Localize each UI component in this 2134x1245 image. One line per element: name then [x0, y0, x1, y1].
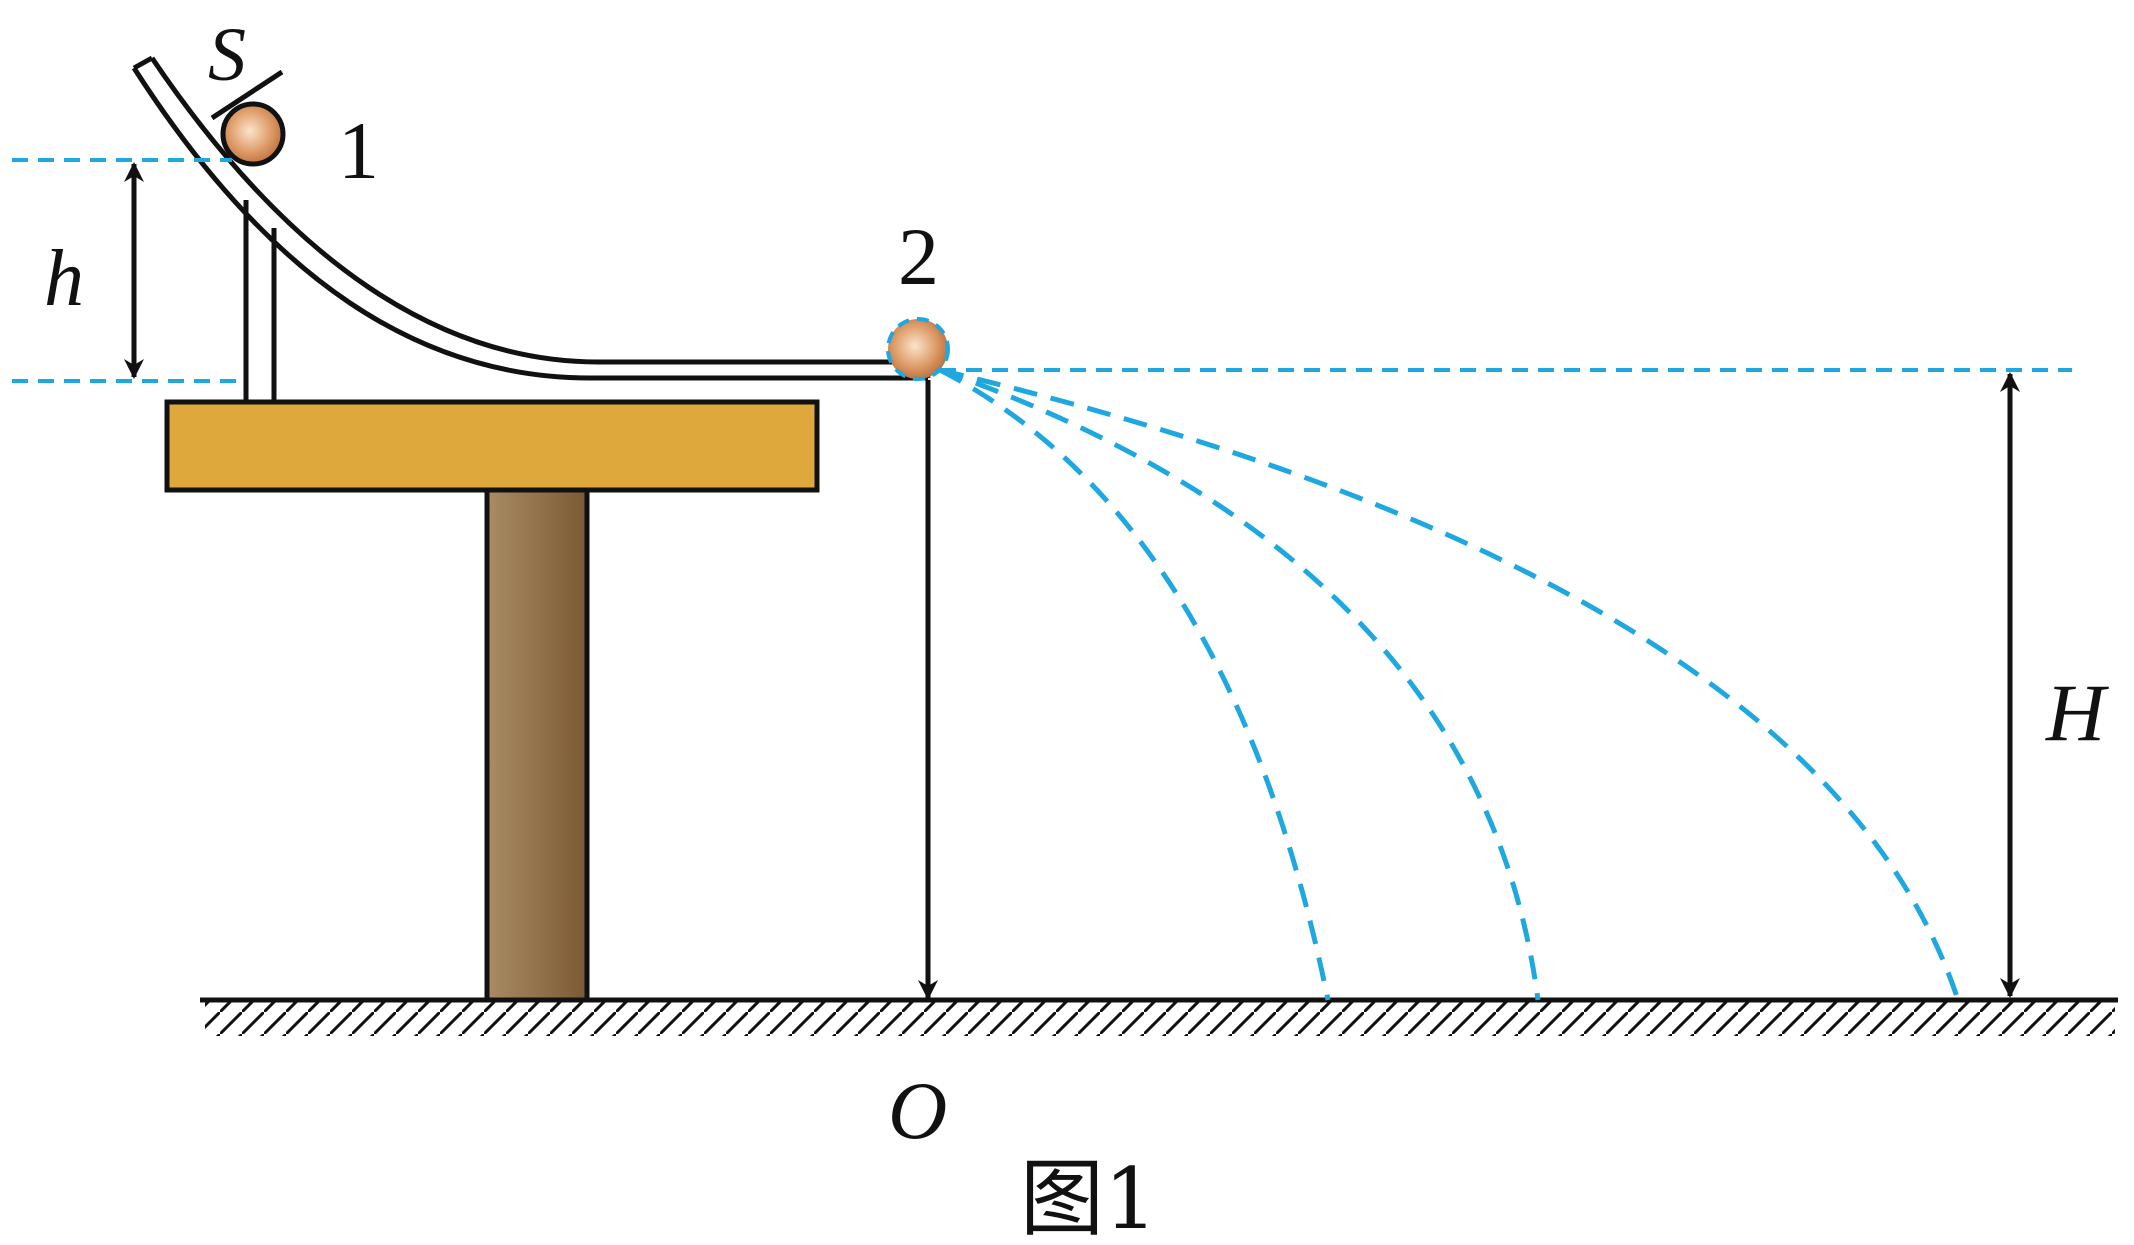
ball-1-label: 1: [338, 105, 379, 196]
switch-label: S: [208, 13, 246, 97]
switch-bar: [210, 69, 284, 121]
figure-caption: 图1: [1020, 1150, 1157, 1245]
ground: [200, 997, 2118, 1036]
table-leg: [484, 487, 590, 1003]
table-top: [164, 399, 820, 493]
trajectory-long: [939, 367, 1961, 1001]
ball-2: [886, 317, 950, 381]
ball-2-label: 2: [898, 211, 939, 302]
h-label: h: [44, 235, 84, 323]
ramp-support: [243, 200, 277, 402]
H-label: H: [2045, 667, 2109, 758]
trajectory-medium: [939, 367, 1541, 1001]
trajectories: [938, 367, 1961, 1001]
ball-1: [220, 101, 286, 167]
h-guide-lines: [12, 158, 246, 383]
trajectory-short: [938, 367, 1331, 1001]
origin-label: O: [888, 1065, 947, 1156]
